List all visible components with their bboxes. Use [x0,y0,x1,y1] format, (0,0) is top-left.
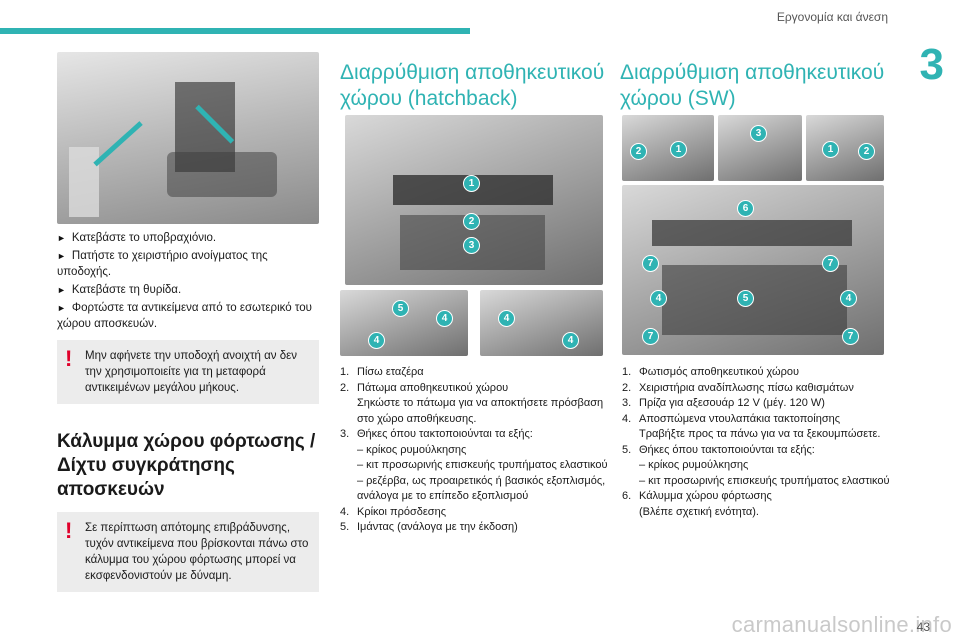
step-3: ►Κατεβάστε τη θυρίδα. [57,284,182,296]
warning-box-1: ! Μην αφήνετε την υποδοχή ανοιχτή αν δεν… [57,340,319,404]
marker-3: 3 [463,237,480,254]
legend-item: 5.Θήκες όπου τακτοποιούνται τα εξής: [622,443,815,456]
marker-7d: 7 [842,328,859,345]
sw-legend: 1.Φωτισμός αποθηκευτικού χώρου 2.Χειριστ… [622,365,912,520]
hatchback-title: Διαρρύθμιση αποθηκευτικού χώρου (hatchba… [340,61,605,110]
legend-item: 3.Πρίζα για αξεσουάρ 12 V (μέγ. 120 W) [622,397,825,409]
legend-subtext: Τραβήξτε προς τα πάνω για να τα ξεκουμπώ… [639,428,881,440]
legend-item: 2.Πάτωμα αποθηκευτικού χώρου [340,381,509,394]
marker-2: 2 [463,213,480,230]
marker-7b: 7 [822,255,839,272]
sw-title: Διαρρύθμιση αποθηκευτικού χώρου (SW) [620,61,885,110]
marker-1: 1 [822,141,839,158]
legend-item: 4.Κρίκοι πρόσδεσης [340,505,447,518]
chapter-title: Εργονομία και άνεση [776,10,888,24]
marker-4d: 4 [562,332,579,349]
legend-item: 2.Χειριστήρια αναδίπλωσης πίσω καθισμάτω… [622,381,854,394]
section-title: Κάλυμμα χώρου φόρτωσης / Δίχτυ συγκράτησ… [57,431,316,500]
legend-dash: – κρίκος ρυμούλκησης [639,459,749,471]
marker-5: 5 [737,290,754,307]
marker-7: 7 [642,255,659,272]
marker-5: 5 [392,300,409,317]
legend-item: 6.Κάλυμμα χώρου φόρτωσης [622,490,772,502]
marker-2: 2 [858,143,875,160]
page-number: 43 [916,620,930,634]
legend-dash: – κιτ προσωρινής επισκευής τρυπήματος ελ… [357,459,608,471]
sw-photo-top-left: 2 1 [622,115,714,181]
warning-icon: ! [65,346,73,371]
sw-photo-top-right: 1 2 [806,115,884,181]
legend-dash: – ρεζέρβα, ως προαιρετικός ή βασικός εξο… [357,474,606,503]
watermark: carmanualsonline.info [731,612,952,637]
sw-photo-top-mid: 3 [718,115,802,181]
hatchback-side-photo-left: 5 4 4 [340,290,468,356]
step-4: ►Φορτώστε τα αντικείμενα από το εσωτερικ… [57,302,312,330]
left-column: ►Κατεβάστε το υποβραχιόνιο. ►Πατήστε το … [57,230,319,592]
marker-1: 1 [670,141,687,158]
step-1: ►Κατεβάστε το υποβραχιόνιο. [57,232,217,244]
warning-icon: ! [65,518,73,543]
legend-item: 3.Θήκες όπου τακτοποιούνται τα εξής: [340,428,533,440]
marker-3: 3 [750,125,767,142]
warning-box-2: ! Σε περίπτωση απότομης επιβράδυνσης, τυ… [57,512,319,592]
legend-item: 1.Φωτισμός αποθηκευτικού χώρου [622,366,799,378]
legend-dash: – κρίκος ρυμούλκησης [357,443,467,456]
marker-1: 1 [463,175,480,192]
marker-2: 2 [630,143,647,160]
legend-subtext: (Βλέπε σχετική ενότητα). [639,505,759,518]
marker-4: 4 [650,290,667,307]
marker-6: 6 [737,200,754,217]
legend-item: 5.Ιμάντας (ανάλογα με την έκδοση) [340,521,518,533]
marker-7c: 7 [642,328,659,345]
hatchback-trunk-photo: 1 2 3 [345,115,603,285]
hatchback-side-photo-right: 4 4 [480,290,603,356]
marker-4b: 4 [368,332,385,349]
sw-trunk-photo: 6 7 7 4 5 4 7 7 [622,185,884,355]
step-2: ►Πατήστε το χειριστήριο ανοίγματος της υ… [57,250,268,278]
marker-4: 4 [436,310,453,327]
legend-subtext: Σηκώστε το πάτωμα για να αποκτήσετε πρόσ… [357,397,604,425]
armrest-photo [57,52,319,224]
legend-item: 1.Πίσω εταζέρα [340,366,424,378]
hatchback-legend: 1.Πίσω εταζέρα 2.Πάτωμα αποθηκευτικού χώ… [340,365,610,536]
marker-4b: 4 [840,290,857,307]
header-accent-bar [0,28,470,34]
legend-dash: – κιτ προσωρινής επισκευής τρυπήματος ελ… [639,474,890,487]
marker-4c: 4 [498,310,515,327]
legend-item: 4.Αποσπώμενα ντουλαπάκια τακτοποίησης [622,412,841,425]
chapter-number: 3 [919,40,944,89]
